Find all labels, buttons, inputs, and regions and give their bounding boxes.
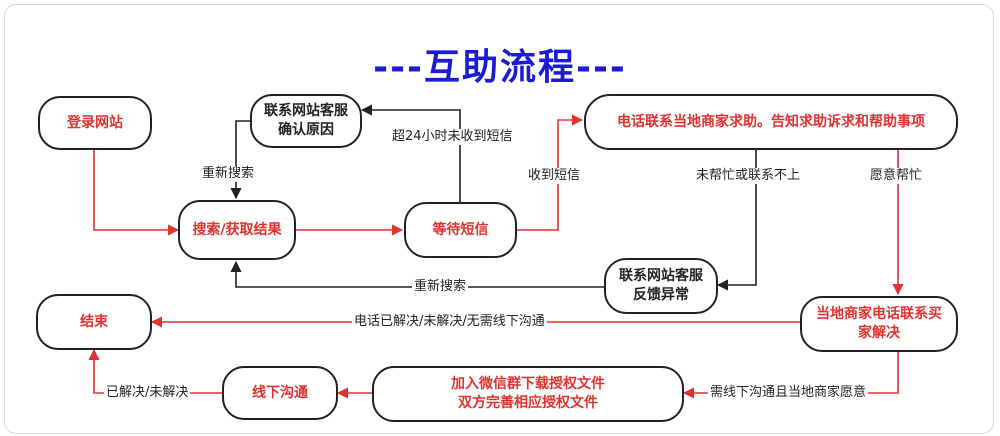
node-merchant-resolve: 当地商家电话联系买 家解决 [800,296,958,352]
node-offline: 线下沟通 [222,366,338,420]
node-login: 登录网站 [38,96,152,150]
label-need-offline: 需线下沟通且当地商家愿意 [708,385,869,401]
node-wait-sms: 等待短信 [404,202,517,258]
node-end-label: 结束 [80,313,108,330]
label-research-top: 重新搜索 [200,166,257,182]
node-contact-reason-line2: 确认原因 [278,122,334,138]
node-search-label: 搜索/获取结果 [192,221,282,238]
node-wait-sms-label: 等待短信 [432,221,489,238]
label-resolved: 已解决/未解决 [104,385,191,401]
node-feedback: 联系网站客服 反馈异常 [604,258,718,314]
node-contact-reason: 联系网站客服 确认原因 [250,94,362,148]
node-offline-label: 线下沟通 [252,384,308,401]
edge-contact-search [230,120,250,200]
edge-feedback-search [230,260,604,288]
label-research-bottom: 重新搜索 [412,279,469,295]
edge-call-feedback [716,150,757,291]
edge-login-search [93,150,180,236]
node-wechat-line1: 加入微信群下载授权文件 [451,376,605,392]
node-merchant-resolve-line2: 家解决 [858,325,900,341]
node-call-merchant: 电话联系当地商家求助。告知求助诉求和帮助事项 [584,94,958,150]
node-login-label: 登录网站 [67,114,123,131]
label-received-sms: 收到短信 [526,168,583,184]
edge-wait-contact [360,104,461,202]
label-willing: 愿意帮忙 [868,168,925,184]
label-phone-resolved: 电话已解决/未解决/无需线下沟通 [352,314,547,330]
node-feedback-line2: 反馈异常 [633,287,689,303]
node-end: 结束 [36,294,152,350]
node-wechat-line2: 双方完善相应授权文件 [458,395,598,411]
node-call-merchant-label: 电话联系当地商家求助。告知求助诉求和帮助事项 [617,113,925,130]
node-contact-reason-line1: 联系网站客服 [264,103,348,119]
node-feedback-line1: 联系网站客服 [619,268,703,284]
node-search: 搜索/获取结果 [178,200,296,260]
page-title: ---互助流程--- [373,47,627,88]
label-not-helping: 未帮忙或联系不上 [694,168,803,184]
node-wechat: 加入微信群下载授权文件 双方完善相应授权文件 [372,366,684,422]
node-merchant-resolve-line1: 当地商家电话联系买 [816,306,942,322]
label-over24h: 超24小时未收到短信 [390,129,515,145]
